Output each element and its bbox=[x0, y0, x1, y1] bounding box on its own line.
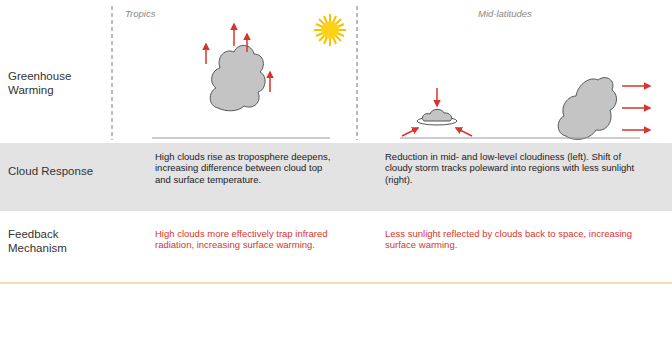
response-text: High clouds rise as troposphere deepens,… bbox=[155, 151, 335, 185]
divider-line bbox=[112, 6, 113, 140]
bottom-rule bbox=[0, 282, 672, 284]
tall-cloud bbox=[210, 45, 265, 110]
feedback-text: High clouds more effectively trap infrar… bbox=[155, 228, 335, 251]
region-label: Mid-latitudes bbox=[478, 8, 598, 19]
warming-arrow bbox=[206, 24, 270, 92]
divider-line bbox=[357, 6, 358, 140]
row-label: Cloud Response bbox=[8, 165, 103, 179]
shift-arrow bbox=[622, 86, 650, 130]
low-cloud bbox=[417, 109, 457, 125]
feedback-text: Less sunlight reflected by clouds back t… bbox=[385, 228, 647, 251]
cloud-response-band: Cloud Response High clouds rise as tropos… bbox=[0, 143, 672, 211]
storm-cloud bbox=[558, 78, 616, 140]
response-text: Reduction in mid- and low-level cloudine… bbox=[385, 151, 647, 185]
ground-line bbox=[400, 137, 640, 138]
row-label: Greenhouse Warming bbox=[8, 70, 103, 98]
region-label: Tropics bbox=[125, 8, 225, 19]
sun-icon bbox=[314, 14, 346, 46]
warming-arrow bbox=[402, 88, 472, 136]
row-label: Feedback Mechanism bbox=[8, 228, 103, 256]
ground-line bbox=[152, 137, 330, 138]
